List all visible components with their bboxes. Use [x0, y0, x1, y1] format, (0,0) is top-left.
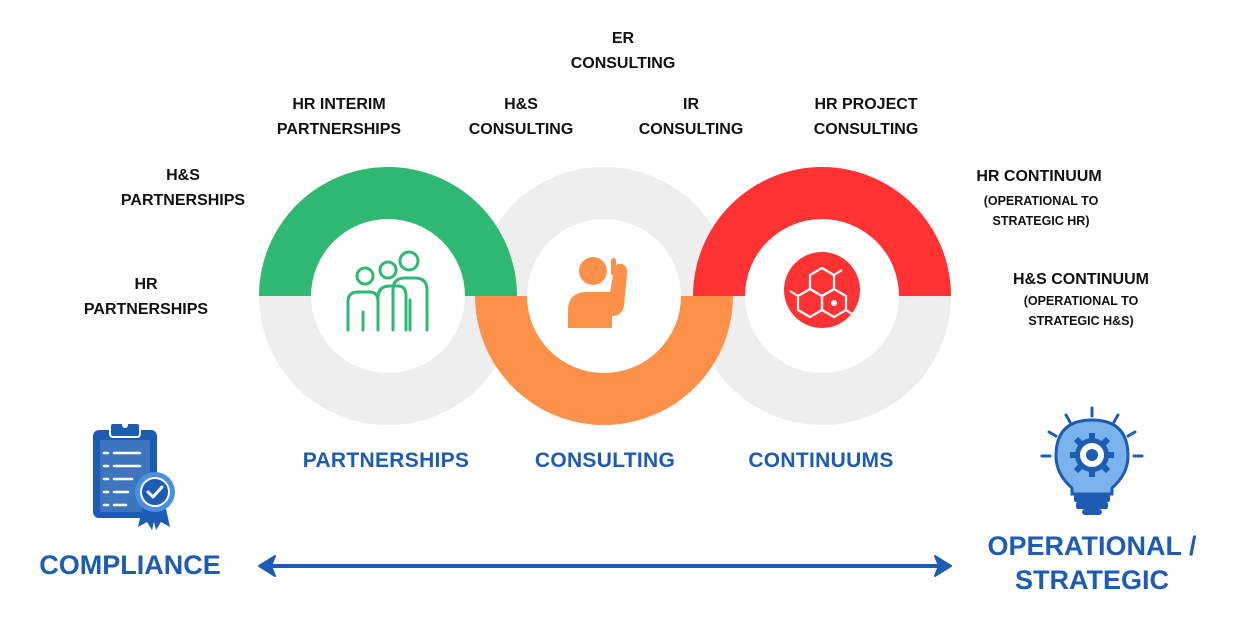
label-hr-continuum-detail: (OPERATIONAL TO STRATEGIC HR) [983, 194, 1099, 228]
label-er-consulting: ER CONSULTING [570, 30, 676, 72]
compliance-to-strategic-arrow [258, 555, 952, 577]
consulting-arc [475, 296, 733, 425]
people-group-icon [346, 250, 429, 332]
molecule-icon [784, 252, 860, 328]
person-raising-hand-icon [568, 257, 628, 328]
category-continuums: CONTINUUMS [748, 449, 894, 472]
label-hr-project-consulting: HR PROJECT CONSULTING [813, 96, 919, 138]
label-hs-continuum: H&S CONTINUUM [1013, 271, 1149, 288]
axis-compliance: COMPLIANCE [39, 550, 221, 580]
lightbulb-gear-icon [1040, 406, 1144, 515]
label-hs-continuum-detail: (OPERATIONAL TO STRATEGIC H&S) [1023, 294, 1139, 328]
category-partnerships: PARTNERSHIPS [302, 449, 470, 472]
partnerships-arc [259, 167, 517, 296]
label-ir-consulting: IR CONSULTING [638, 96, 744, 138]
axis-operational-strategic: OPERATIONAL / STRATEGIC [987, 531, 1197, 595]
continuums-arc [693, 167, 951, 296]
label-hs-partnerships: H&S PARTNERSHIPS [120, 167, 246, 209]
label-hs-consulting: H&S CONSULTING [468, 96, 574, 138]
label-hr-interim-partnerships: HR INTERIM PARTNERSHIPS [276, 96, 402, 138]
label-hr-partnerships: HR PARTNERSHIPS [83, 276, 209, 318]
clipboard-checklist-icon [93, 422, 175, 530]
label-hr-continuum: HR CONTINUUM [976, 168, 1102, 185]
category-consulting: CONSULTING [534, 449, 676, 472]
